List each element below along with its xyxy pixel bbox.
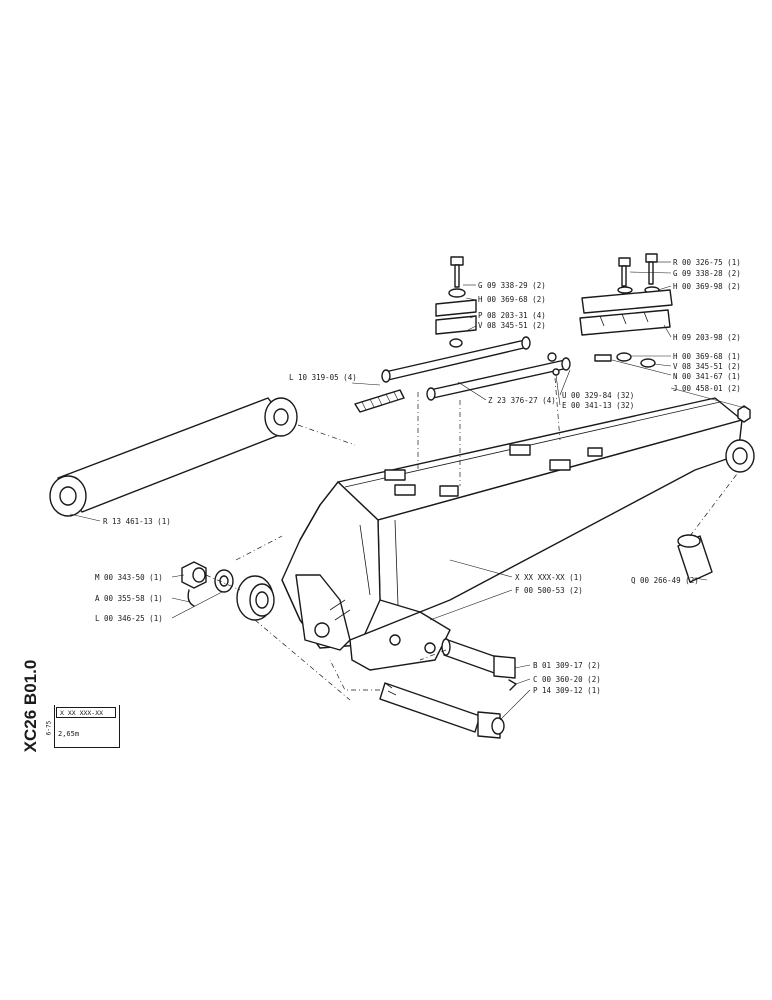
- part-label-xxxxxx-xx: X XX XXX-XX (1): [515, 573, 583, 582]
- part-label-v08345-51: V 08 345-51 (2): [478, 321, 546, 330]
- date-code: 6-75: [44, 706, 54, 750]
- hydraulic-pipes: [354, 336, 571, 413]
- reference-code: X XX XXX-XX: [56, 707, 116, 718]
- grease-nipple: [737, 405, 751, 423]
- right-clamp-set: [579, 253, 673, 368]
- title-block: XC26 B01.0 6-75 X XX XXX-XX 2,65m: [20, 659, 120, 753]
- part-label-u00329-84: U 00 329-84 (32): [562, 391, 634, 400]
- part-label-h00369-98: H 00 369-98 (2): [673, 282, 741, 291]
- date-code-text: 6-75: [45, 720, 53, 736]
- model-code: XC26 B01.0: [20, 659, 42, 753]
- part-label-h00369-68-b: H 00 369-68 (1): [673, 352, 741, 361]
- part-label-m00343-50: M 00 343-50 (1): [95, 573, 163, 582]
- model-code-text: XC26 B01.0: [21, 659, 40, 753]
- part-label-h09203-98: H 09 203-98 (2): [673, 333, 741, 342]
- part-label-v08345-51-b: V 08 345-51 (2): [673, 362, 741, 371]
- part-label-l00346-25: L 00 346-25 (1): [95, 614, 163, 623]
- foot-pivot: [236, 575, 275, 621]
- part-label-a00355-58: A 00 355-58 (1): [95, 594, 163, 603]
- part-label-j00458-01: J 00 458-01 (2): [673, 384, 741, 393]
- part-label-h00369-68: H 00 369-68 (2): [478, 295, 546, 304]
- bushing: [677, 534, 713, 583]
- part-label-e00341-13: E 00 341-13 (32): [562, 401, 634, 410]
- part-label-r13461-13: R 13 461-13 (1): [103, 517, 171, 526]
- boom-body: [281, 397, 755, 671]
- left-clamp-set: [435, 256, 477, 348]
- pins: [379, 638, 517, 739]
- part-label-q00266-49: Q 00 266-49 (2): [631, 576, 699, 585]
- part-label-n00341-67: N 00 341-67 (1): [673, 372, 741, 381]
- nut-and-washer: [181, 561, 234, 607]
- part-label-g09338-28: G 09 338-28 (2): [673, 269, 741, 278]
- part-label-g09338-29: G 09 338-29 (2): [478, 281, 546, 290]
- part-label-c00360-20: C 00 360-20 (2): [533, 675, 601, 684]
- boom-length: 2,65m: [58, 730, 80, 738]
- leader-lines: [69, 261, 746, 721]
- tie-link: [49, 397, 298, 517]
- part-label-z23376-27: Z 23 376-27 (4): [488, 396, 556, 405]
- part-label-b01309-17: B 01 309-17 (2): [533, 661, 601, 670]
- part-label-r00326-75: R 00 326-75 (1): [673, 258, 741, 267]
- part-label-f00500-53: F 00 500-53 (2): [515, 586, 583, 595]
- part-label-l10319-05: L 10 319-05 (4): [289, 373, 357, 382]
- part-label-p14309-12: P 14 309-12 (1): [533, 686, 601, 695]
- part-label-p08203-31: P 08 203-31 (4): [478, 311, 546, 320]
- title-block-frame: [54, 705, 120, 748]
